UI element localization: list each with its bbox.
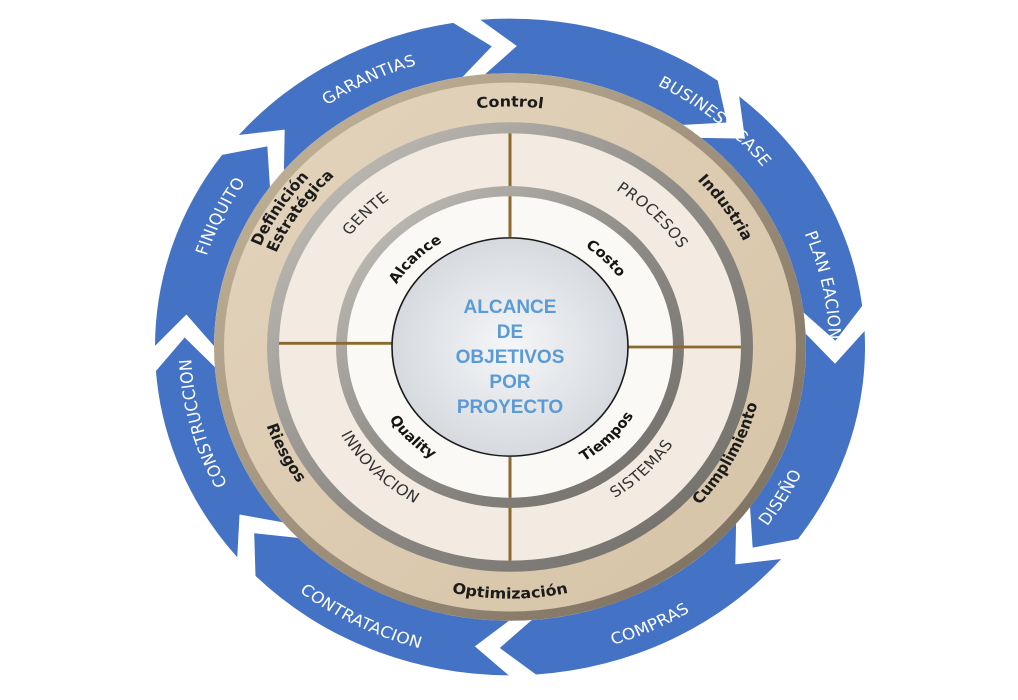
phase-cycle-ring [155, 18, 865, 676]
center-title: ALCANCE DE OBJETIVOS POR PROYECTO [456, 297, 565, 418]
phase-arrow-segment [155, 337, 283, 558]
rim-optimizacion-text: Optimización [451, 580, 569, 603]
center-line-5: PROYECTO [457, 397, 563, 418]
phase-arrow-segment [499, 523, 782, 675]
center-line-3: OBJETIVOS [456, 347, 565, 368]
rim-control-text: Control [476, 93, 545, 112]
phase-arrow-segment [254, 533, 509, 676]
rim-optimizacion: Optimización [451, 580, 569, 603]
center-line-2: DE [497, 322, 523, 343]
phase-arrow-segment [155, 146, 270, 347]
phase-arrow-segment [480, 18, 727, 125]
center-line-4: POR [489, 372, 530, 393]
center-line-1: ALCANCE [464, 297, 557, 318]
phase-arrow-segment [238, 22, 492, 171]
phase-arrow-segment [750, 330, 865, 548]
phase-arrow-segment [701, 96, 863, 341]
quadrant-dividers [279, 133, 741, 561]
center-circle [391, 237, 629, 457]
rim-control: Control [476, 93, 545, 112]
